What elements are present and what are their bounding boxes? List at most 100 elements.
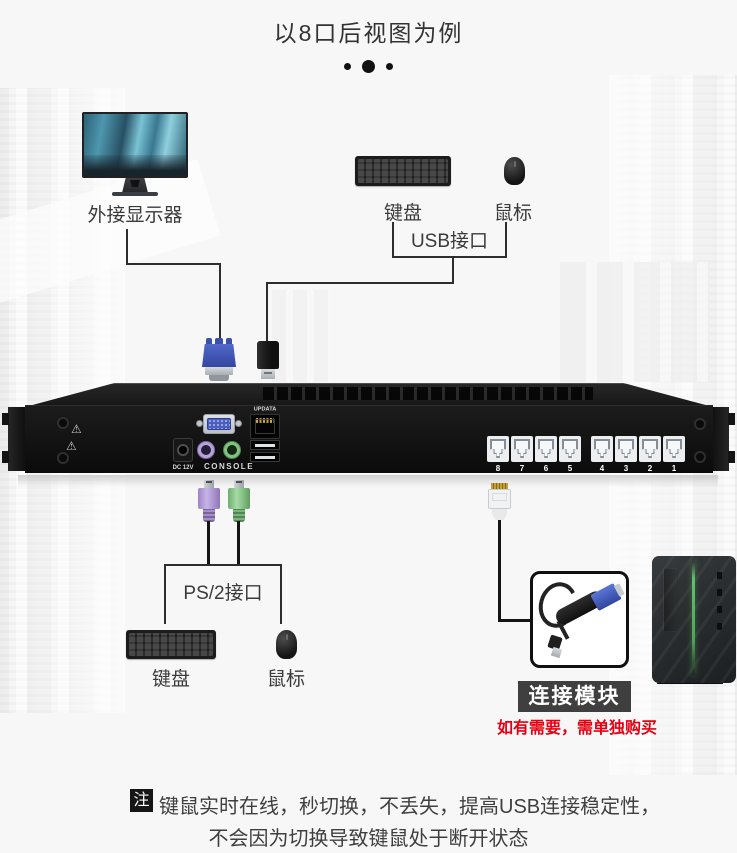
rj45-plug-image [488,483,511,520]
ps2-plug-relief [203,509,215,522]
console-label: CONSOLE [203,462,255,471]
line-usb-across [266,282,454,284]
mouse-top-label: 鼠标 [493,203,532,224]
updata-label: UPDATA [253,406,277,413]
line-monitor-across [126,263,221,265]
screw-icon [57,417,69,429]
vga-bump [215,338,223,346]
module-purchase-note: 如有需要，需单独购买 [496,720,657,737]
rj45-port: 8 [487,436,509,473]
mouse-top-image [504,157,525,185]
ps2-port-callout-box: PS/2接口 [164,564,282,624]
monitor-label: 外接显示器 [87,205,183,226]
keyboard-bottom-image [126,630,216,659]
rj45-port-group-2: 4 3 2 1 [591,436,685,473]
mouse-bottom-image [276,630,297,659]
connection-module-box [530,571,629,668]
port-number: 5 [567,464,573,473]
vga-console-port [196,414,242,434]
ps2-plug-body [228,488,250,509]
dc-power-jack [173,438,193,462]
vga-connector-image [202,338,236,382]
port-number: 6 [543,464,549,473]
rj45-cable-horizontal [498,619,532,622]
usb-connector-image [257,341,279,379]
vga-port-socket [207,418,231,430]
note-line2: 不会因为切换导致键鼠处于断开状态 [208,828,529,850]
screw-icon [694,451,706,463]
vga-dsub [209,375,229,381]
monitor-base [112,192,158,196]
monitor-screen [84,114,186,176]
rj45-port: 5 [559,436,581,473]
vga-bump [206,338,212,346]
ps2-cable [207,521,210,565]
tower-front-ports [717,568,722,630]
rack-ear-right [711,407,735,471]
rj45-plug-boot [492,509,507,520]
ps2-plug-tip [204,480,214,488]
page-title: 以8口后视图为例 [273,20,464,46]
rj45-port: 7 [511,436,533,473]
dot-icon [386,62,393,70]
screw-icon [57,452,69,464]
ps2-mouse-plug-image [228,480,250,522]
monitor-image [82,112,188,178]
rj45-cable [498,520,501,622]
usb-console-port-2 [250,452,280,462]
screw-icon [694,418,706,430]
warning-icon: ⚠ [66,439,77,453]
keyboard-top-image [355,156,451,186]
kvm-switch-rear-panel: ⚠ ⚠ DC 12V CONSOLE UPDATA 8 7 6 5 [2,383,735,489]
ps2-plug-body [198,488,220,509]
server-room-backdrop-mid-left [272,290,332,382]
tower-pc-image [652,556,736,683]
device-shadow [18,475,718,487]
port-number: 7 [519,464,525,473]
tower-drive-slot [663,568,678,632]
tower-accent-stripe [692,561,695,675]
port-number: 8 [495,464,501,473]
note-line1: 键鼠实时在线，秒切换，不丢失，提高USB连接稳定性， [159,796,661,818]
rj45-port: 1 [663,436,685,473]
usb-plug-body [257,341,279,369]
device-front-panel: ⚠ ⚠ DC 12V CONSOLE UPDATA 8 7 6 5 [25,405,713,473]
port-number: 4 [599,464,605,473]
keyboard-top-label: 键盘 [383,203,422,224]
mouse-bottom-label: 鼠标 [266,669,305,690]
ps2-keyboard-port [197,441,215,459]
vga-bump [226,338,232,346]
rj45-port: 6 [535,436,557,473]
dongle-usb-tip [550,646,563,659]
ps2-keyboard-plug-image [198,480,220,522]
device-vent-grille [263,387,593,400]
line-monitor-down [126,229,128,265]
ps2-plug-tip [234,480,244,488]
rj45-contacts [491,483,508,489]
dc-label: DC 12V [172,464,194,471]
vga-screw-icon [196,420,203,427]
ps2-port-label: PS/2接口 [183,583,263,604]
rj45-port: 4 [591,436,613,473]
rack-ear-left [2,407,26,471]
rj45-port-group-1: 8 7 6 5 [487,436,581,473]
rj45-plug-body [488,489,511,509]
dot-icon [362,59,375,73]
rj45-port: 3 [615,436,637,473]
port-number: 2 [647,464,653,473]
port-number: 3 [623,464,629,473]
line-monitor-to-vga [219,263,221,340]
dot-icon [344,62,351,70]
line-usb-to-plug [266,284,268,342]
usb-console-port-1 [250,440,280,450]
usb-port-label: USB接口 [410,230,489,252]
vga-screw-icon [235,420,242,427]
server-room-backdrop-mid-right [560,262,710,382]
line-usbbox-down [452,258,454,284]
updata-rj45-port [250,414,280,439]
vga-metal [205,367,233,375]
keyboard-bottom-label: 键盘 [151,669,190,690]
usb-port-callout-box: USB接口 [392,222,507,258]
ps2-mouse-port [223,441,241,459]
